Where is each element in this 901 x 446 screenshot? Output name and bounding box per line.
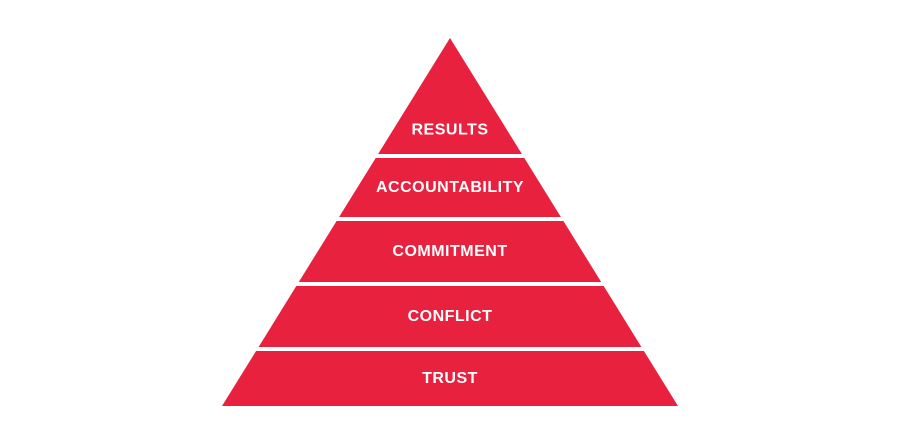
- pyramid-tiers: [222, 38, 678, 406]
- tier-label-trust: TRUST: [422, 370, 478, 387]
- tier-accountability: [339, 158, 561, 217]
- tier-label-commitment: COMMITMENT: [392, 243, 507, 260]
- pyramid-labels: RESULTS ACCOUNTABILITY COMMITMENT CONFLI…: [376, 122, 524, 388]
- tier-label-results: RESULTS: [412, 122, 489, 139]
- tier-label-accountability: ACCOUNTABILITY: [376, 179, 524, 196]
- tier-results: [378, 38, 522, 154]
- tier-commitment: [298, 221, 602, 282]
- tier-label-conflict: CONFLICT: [408, 308, 493, 325]
- tier-trust: [222, 351, 678, 406]
- tier-conflict: [258, 286, 642, 347]
